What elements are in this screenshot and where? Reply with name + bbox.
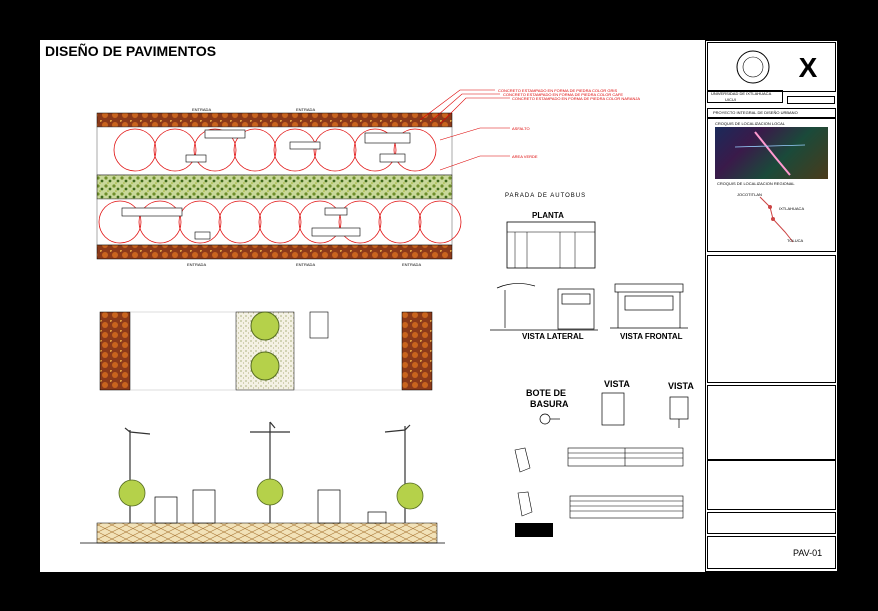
canopy-circle	[313, 128, 357, 172]
callout-asphalt: ASFALTO	[512, 126, 530, 131]
entrada-label: ENTRADA	[402, 262, 422, 267]
elevation-vehicles	[154, 489, 387, 524]
croquis-local-label: CROQUIS DE LOCALIZACION LOCAL	[715, 121, 786, 126]
detail-manhole	[309, 311, 329, 339]
regional-map	[759, 196, 794, 243]
canopy-circle	[393, 128, 437, 172]
callout-brown-stone: CONCRETO ESTAMPADO EN FORMA DE PIEDRA CO…	[503, 92, 624, 97]
scale-bar	[515, 523, 553, 537]
callout-orange-stone: CONCRETO ESTAMPADO EN FORMA DE PIEDRA CO…	[512, 96, 641, 101]
entrada-label: ENTRADA	[192, 107, 212, 112]
aerial-photo	[715, 127, 828, 179]
croquis-regional-label: CROQUIS DE LOCALIZACION REGIONAL	[717, 181, 795, 186]
revision-area	[707, 512, 836, 534]
green-median	[96, 174, 453, 200]
callout-leaders	[419, 89, 510, 171]
canopy-circle	[138, 200, 182, 244]
svg-text:X: X	[799, 52, 818, 83]
project-title: PROYECTO INTEGRAL DE DISEÑO URBANO	[713, 110, 798, 115]
title-block: X UNIVERSIDAD DE IXTLAHUACA UICUI PROYEC…	[705, 40, 838, 572]
university-logo: X	[736, 50, 818, 84]
map-label-ixtlahuaca: IXTLAHUACA	[779, 206, 805, 211]
trash-title-1: BOTE DE	[526, 388, 567, 398]
canopy-circle	[338, 200, 382, 244]
map-label-jocotitlan: JOCOTITLAN	[737, 192, 762, 197]
plan-vehicle	[364, 132, 411, 144]
canopy-circle	[113, 128, 157, 172]
plan-vehicle	[121, 207, 183, 217]
plan-vehicle	[324, 207, 348, 216]
canopy-circle	[178, 200, 222, 244]
entrada-label: ENTRADA	[296, 107, 316, 112]
bus-stop-frontal-label: VISTA FRONTAL	[620, 332, 683, 341]
entrada-label: ENTRADA	[187, 262, 207, 267]
canopy-circle	[98, 200, 142, 244]
canopy-circle	[218, 200, 262, 244]
detail-stone-left	[99, 311, 131, 391]
detail-tree-1	[250, 311, 280, 341]
university-name: UNIVERSIDAD DE IXTLAHUACA	[711, 91, 772, 96]
elevation-sidewalk	[96, 522, 438, 544]
plan-vehicle	[204, 129, 246, 139]
elevation-trees	[118, 478, 424, 510]
callout-gray-stone: CONCRETO ESTAMPADO EN FORMA DE PIEDRA CO…	[498, 88, 618, 93]
info-area	[707, 460, 836, 510]
bus-stop-lateral-label: VISTA LATERAL	[522, 332, 584, 341]
sheet-code-area	[707, 536, 836, 569]
plan-vehicle	[311, 227, 361, 237]
canopy-circle	[273, 128, 317, 172]
university-abbr: UICUI	[725, 97, 736, 102]
canopy-circle	[233, 128, 277, 172]
map-label-toluca: TOLUCA	[787, 238, 804, 243]
trash-vista-1: VISTA	[604, 379, 630, 389]
bottom-stone-band	[96, 244, 453, 260]
bench-details	[514, 447, 684, 519]
plan-vehicle	[194, 231, 211, 240]
tree-canopy-circles	[98, 128, 462, 244]
sheet-code: PAV-01	[793, 548, 823, 558]
canopy-circle	[418, 200, 462, 244]
sheet-title: DISEÑO DE PAVIMENTOS	[45, 43, 217, 59]
trash-vista-2: VISTA	[668, 381, 694, 391]
bus-stop-lateral	[490, 283, 598, 331]
canopy-circle	[378, 200, 422, 244]
bus-stop-title: PARADA DE AUTOBUS	[505, 193, 587, 199]
canopy-circle	[153, 128, 197, 172]
credits-area	[707, 385, 836, 460]
entrada-label: ENTRADA	[296, 262, 316, 267]
bus-stop-plan	[506, 221, 596, 269]
plan-vehicle	[185, 154, 207, 163]
top-stone-band	[96, 112, 453, 128]
trash-title-2: BASURA	[530, 399, 569, 409]
detail-tree-2	[250, 351, 280, 381]
bus-stop-frontal	[610, 283, 688, 329]
canopy-circle	[258, 200, 302, 244]
canopy-circle	[193, 128, 237, 172]
plan-vehicle	[379, 153, 406, 163]
asphalt-lower	[96, 198, 453, 246]
callout-green-area: AREA VERDE	[512, 154, 538, 159]
detail-stone-right	[401, 311, 433, 391]
canopy-circle	[353, 128, 397, 172]
trash-bin-details	[539, 392, 689, 428]
notes-area	[707, 255, 836, 383]
vehicles	[121, 129, 411, 240]
canopy-circle	[298, 200, 342, 244]
plan-vehicle	[289, 141, 321, 150]
bus-stop-planta-label: PLANTA	[532, 211, 564, 220]
location-map-area	[707, 118, 836, 252]
logo-area: X	[707, 42, 836, 92]
